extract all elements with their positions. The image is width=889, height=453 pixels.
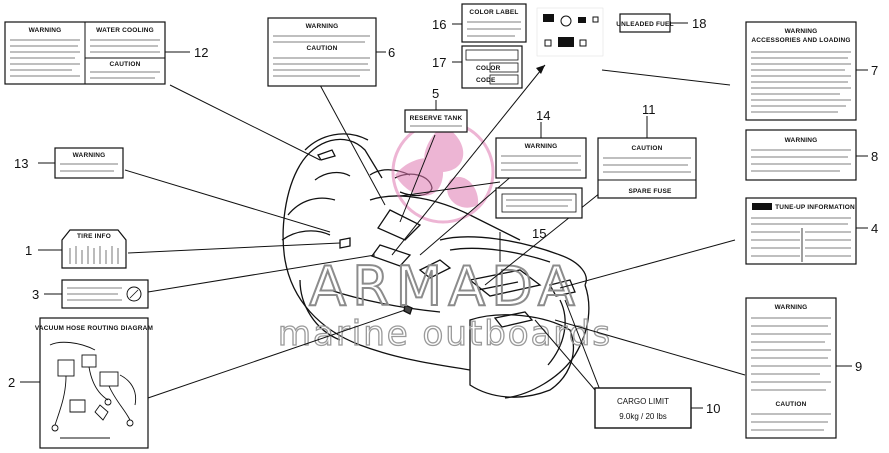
label-text: SPARE FUSE [628,188,672,195]
arrow-head [536,65,545,74]
box-icon [544,39,552,47]
label-text: TUNE-UP INFORMATION [775,204,855,211]
label-text: COLOR [476,65,501,72]
label-text: ACCESSORIES AND LOADING [751,37,850,44]
label-14-warning: WARNING [495,137,587,179]
label-text: CAUTION [109,61,140,68]
label-text: VACUUM HOSE ROUTING DIAGRAM [35,325,153,332]
label-4-tune-up-information: TUNE-UP INFORMATION [745,197,857,265]
watermark-brand: ARMADA [309,255,581,318]
label-text: WARNING [775,304,808,311]
callout-6: 6 [388,45,395,60]
symbol-label [536,7,604,57]
label-17-color-code: COLOR CODE [461,45,523,89]
callout-12: 12 [194,45,208,60]
callout-5: 5 [432,86,439,101]
fuel-icon [543,14,554,22]
callout-17: 17 [432,55,446,70]
callout-11: 11 [642,102,656,117]
label-text: CAUTION [306,45,337,52]
callout-13: 13 [14,156,28,171]
watermark-tagline: marine outboards [278,314,612,354]
seal-icon [126,286,142,302]
label-text: WARNING [73,152,106,159]
block-icon [558,37,574,47]
gauge-icon [560,15,572,27]
callout-8: 8 [871,149,878,164]
label-text: WARNING [525,143,558,150]
brand-logo [391,120,495,224]
box-icon [592,16,599,23]
box-icon [579,39,587,47]
label-7-warning-loading: WARNING ACCESSORIES AND LOADING [745,21,857,121]
callout-1: 1 [25,243,32,258]
hose-routing-diagram [49,341,137,439]
label-text: TIRE INFO [77,233,111,240]
label-6-warning-caution: WARNING CAUTION [267,17,377,87]
label-text: WARNING [785,28,818,35]
label-text: COLOR LABEL [469,9,518,16]
battery-icon [578,17,586,23]
label-text: WARNING [306,23,339,30]
leader-lines [124,64,746,399]
callout-3: 3 [32,287,39,302]
label-text: UNLEADED FUEL [616,21,674,28]
label-text-block [752,203,772,210]
label-2-vacuum-hose-routing: VACUUM HOSE ROUTING DIAGRAM [35,317,153,449]
label-3-emission [61,279,149,309]
callout-14: 14 [536,108,550,123]
label-10-cargo-limit: CARGO LIMIT 9.0kg / 20 lbs [594,387,692,429]
label-text: CODE [476,77,496,84]
label-text: WATER COOLING [96,27,154,34]
label-text: RESERVE TANK [410,115,463,122]
label-11-caution-spare-fuse: CAUTION SPARE FUSE [597,137,697,199]
label-5-reserve-tank: RESERVE TANK [404,109,468,133]
label-text: 9.0kg / 20 lbs [619,412,667,421]
logo-petal [447,176,479,208]
callout-16: 16 [432,17,446,32]
label-text: CAUTION [631,145,662,152]
label-8-warning: WARNING [745,129,857,181]
label-1-tire-info: TIRE INFO [61,229,127,269]
label-16-color-label: COLOR LABEL [461,3,527,43]
callout-18: 18 [692,16,706,31]
callout-10: 10 [706,401,720,416]
callout-9: 9 [855,359,862,374]
label-18-unleaded-fuel: UNLEADED FUEL [616,13,674,33]
callout-15: 15 [532,226,546,241]
logo-petal [395,158,444,196]
callout-4: 4 [871,221,878,236]
label-13-warning: WARNING [54,147,124,179]
label-text: CAUTION [775,401,806,408]
label-text: WARNING [785,137,818,144]
callout-2: 2 [8,375,15,390]
label-15-blank [495,187,583,219]
label-text: WARNING [29,27,62,34]
label-9-warning-caution: WARNING CAUTION [745,297,837,439]
callout-7: 7 [871,63,878,78]
label-text: CARGO LIMIT [617,397,669,406]
label-12-warning-water-cooling: WARNING WATER COOLING CAUTION [4,21,166,85]
